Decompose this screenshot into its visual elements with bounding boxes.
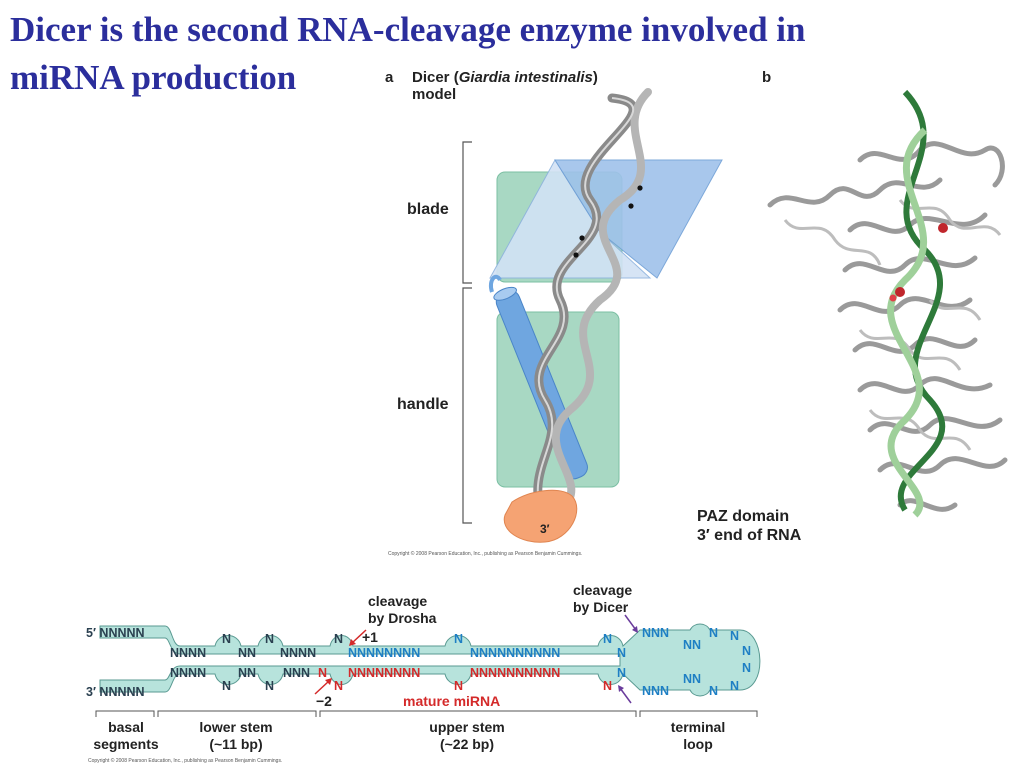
loop-n4: N [742,661,751,675]
dicer-cleavage-label-1: cleavage [573,582,632,598]
handle-label: handle [397,396,449,413]
dicer-arrowhead-top [632,626,638,633]
rna-end-label: 3′ end of RNA [697,527,802,544]
loop-top-1: NNN [642,626,669,640]
segment-basal-line2: segments [93,736,159,752]
drosha-cleavage-label-1: cleavage [368,593,427,609]
panel-b-legend: PAZ domain 3′ end of RNA [697,507,801,545]
loop-top-2: NN [683,638,701,652]
segment-upper-stem-line2: (~22 bp) [440,736,494,752]
drosha-cleavage-arrow-bottom [314,680,330,695]
dicer-arrowhead-bottom [618,685,624,692]
segment-basal-line1: basal [108,719,144,735]
active-site-metal [895,287,905,297]
scissile-phosphate-dot [573,252,579,258]
mature-mirna-2: NNNNNNNNNN [470,666,560,680]
rna-duplex-strand-light [887,127,928,518]
rna-duplex-strand-dark [897,89,946,512]
blade-platform-dark [554,159,723,279]
loop-bottom-1: NNN [642,684,669,698]
segment-terminal-loop-line2: loop [683,736,713,752]
lower-stem-bottom-3: NNN [283,666,310,680]
panel-a-heading-model: model [412,86,457,103]
panel-a-heading: Dicer (Giardia intestinalis) model [412,69,598,103]
position-minus-two: −2 [316,693,332,709]
hairpin-top-strand-band [99,623,761,697]
active-site-metal [938,223,948,233]
three-prime-end: 3′ NNNNN [86,685,145,699]
dicer-site-bottom-n: N [617,666,626,680]
panel-b-letter: b [762,69,772,86]
mature-mirna-end-bulge: N [603,679,612,693]
panel-a-heading-suffix: ) [592,69,598,86]
linker-loop [489,274,502,293]
blade-label: blade [407,201,449,218]
scissile-phosphate-dot [579,235,585,241]
loop-n6: N [730,679,739,693]
drosha-site-bottom-bulge: N [334,679,343,693]
lower-stem-bottom-2: NN [238,666,256,680]
lower-stem-top-1: NNNN [170,646,206,660]
segment-terminal-loop-line1: terminal [671,719,725,735]
blade-bracket [462,141,472,284]
drosha-site-bottom-n: N [318,666,327,680]
drosha-arrowhead-bottom [325,678,332,685]
mature-mirna-bulge: N [454,679,463,693]
segment-upper-stem-line1: upper stem [429,719,504,735]
loop-n3: N [742,644,751,658]
loop-bottom-2: NN [683,672,701,686]
mature-mirna-1: NNNNNNNN [348,666,420,680]
drosha-arrowhead-top [349,639,356,646]
lower-stem-bottom-bulge-2: N [265,679,274,693]
upper-stem-top-dicer-n: N [617,646,626,660]
upper-stem-top-2: NNNNNNNNNN [470,646,560,660]
loop-n1: N [709,626,718,640]
drosha-cleavage-arrow-top [351,629,367,644]
upper-stem-top-1: NNNNNNNN [348,646,420,660]
lower-stem-top-bulge-1: N [222,632,231,646]
lower-stem-bottom-bulge-1: N [222,679,231,693]
position-plus-one: +1 [362,629,378,645]
panel-a-heading-prefix: Dicer ( [412,69,459,86]
handle-bracket [462,287,472,524]
segment-brackets [95,710,758,717]
slide-title: Dicer is the second RNA-cleavage enzyme … [10,6,950,102]
lower-stem-top-2: NN [238,646,256,660]
slide-title-line1: Dicer is the second RNA-cleavage enzyme … [10,10,806,49]
five-prime-end: 5′ NNNNN [86,626,145,640]
panel-a-letter: a [385,69,394,86]
rna-helix-strand-2 [552,88,652,509]
drosha-cleavage-label-2: by Drosha [368,610,437,626]
rna-helix-highlight [536,97,635,521]
lower-stem-top-3: NNNN [280,646,316,660]
scissile-phosphate-dot [628,203,634,209]
dicer-cleavage-label-2: by Dicer [573,599,629,615]
segment-lower-stem-line1: lower stem [199,719,272,735]
panel-a-heading-species: Giardia intestinalis [458,69,593,86]
active-site-metal [889,294,897,302]
upper-stem-top-bulge-dicer: N [603,632,612,646]
upper-stem-top-bulge: N [454,632,463,646]
segment-lower-stem-line2: (~11 bp) [209,736,262,752]
slide-title-line2: miRNA production [10,58,297,97]
panel-a-copyright: Copyright © 2008 Pearson Education, Inc.… [388,551,583,557]
paz-domain-blob [503,489,578,543]
hairpin-copyright: Copyright © 2008 Pearson Education, Inc.… [88,758,283,764]
scissile-phosphate-dot [637,185,643,191]
paz-domain-label: PAZ domain [697,508,790,525]
dicer-cleavage-arrow-bottom [619,687,632,704]
lower-stem-top-bulge-2: N [265,632,274,646]
loop-n5: N [709,684,718,698]
lower-stem-bottom-1: NNNN [170,666,206,680]
dicer-cleavage-arrow-top [624,614,637,631]
three-prime-end-label: 3′ [540,522,550,536]
loop-n2: N [730,629,739,643]
mature-mirna-label: mature miRNA [403,693,500,709]
lower-stem-top-bulge-3: N [334,632,343,646]
